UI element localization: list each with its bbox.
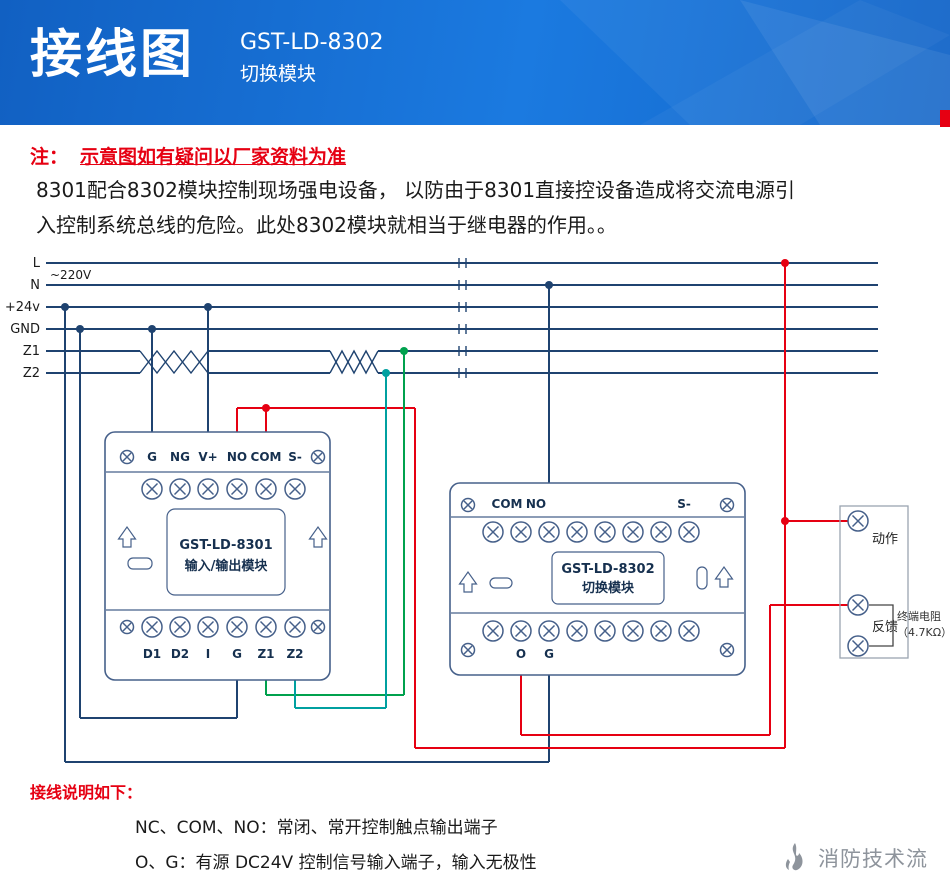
mounting-slot (489, 577, 513, 589)
module-8302-top-terminal-labels: COM NO S- (492, 497, 691, 511)
terminal-label: S- (288, 450, 302, 464)
module-8302-bottom-terminal-labels: O G (516, 647, 554, 661)
module-8301: G NG V+ NO COM S- GST-LD-8301 输入/输出模块 (104, 431, 331, 681)
bus-label-z2: Z2 (23, 366, 40, 381)
terminal-label: I (206, 647, 210, 661)
z2-teal-wire (294, 373, 387, 709)
module-8301-name: GST-LD-8301 (179, 538, 272, 553)
terminal-label-s-minus: S- (677, 497, 691, 511)
module-8301-type: 输入/输出模块 (185, 558, 269, 574)
terminal-label: Z2 (286, 647, 303, 661)
bus-continuation-ticks (458, 258, 467, 378)
header-banner: 接线图 GST-LD-8302 切换模块 (0, 0, 950, 125)
module-8301-top-terminal-labels: G NG V+ NO COM S- (147, 450, 302, 464)
voltage-label: ~220V (50, 268, 92, 282)
z1-green-wire (265, 351, 405, 696)
terminal-resistor-value: （4.7KΩ） (897, 626, 950, 639)
terminal-label: G (232, 647, 242, 661)
mounting-slot (696, 566, 708, 590)
brand-name: 消防技术流 (818, 847, 928, 871)
bus-labels: L N +24v GND Z1 Z2 ~220V (5, 256, 92, 381)
twisted-pair-1 (139, 349, 209, 375)
terminal-label-g: G (544, 647, 554, 661)
module-8302-nameplate (551, 551, 665, 605)
note-heading: 注： 示意图如有疑问以厂家资料为准 (30, 142, 346, 169)
bus-label-gnd: GND (10, 322, 40, 337)
bus-label-l: L (33, 256, 41, 271)
bus-label-z1: Z1 (23, 344, 40, 359)
terminal-label-o: O (516, 647, 526, 661)
red-edge-tab (940, 110, 950, 127)
terminal-label: COM (251, 450, 282, 464)
note-warning: 示意图如有疑问以厂家资料为准 (80, 146, 347, 168)
module-8301-bottom-terminal-labels: D1 D2 I G Z1 Z2 (143, 647, 304, 661)
terminal-label: NO (227, 450, 247, 464)
terminal-label: D1 (143, 647, 161, 661)
module-8302-name: GST-LD-8302 (561, 562, 654, 577)
power-bus-lines (46, 258, 878, 378)
model-number: GST-LD-8302 (240, 30, 384, 55)
module-type-subtitle: 切换模块 (240, 63, 317, 85)
page-title: 接线图 (30, 25, 196, 85)
bus-label-24v: +24v (5, 300, 40, 315)
terminal-label-com: COM (492, 497, 523, 511)
legend-line-contacts: NC、COM、NO：常闭、常开控制触点输出端子 (135, 818, 498, 838)
note-prefix: 注： (30, 146, 69, 168)
terminal-label: NG (170, 450, 190, 464)
terminal-label: G (147, 450, 157, 464)
terminal-label: Z1 (257, 647, 274, 661)
legend-heading: 接线说明如下： (30, 783, 143, 802)
brand-logo: 消防技术流 (777, 841, 928, 875)
terminal-resistor-label: 终端电阻 (897, 609, 941, 623)
feedback-terminal-label: 反馈 (872, 620, 898, 635)
flame-icon (785, 843, 803, 871)
note-body-line2: 入控制系统总线的危险。此处8302模块就相当于继电器的作用。。 (36, 213, 617, 237)
action-terminal-label: 动作 (872, 532, 898, 547)
mounting-slot (127, 557, 153, 570)
note-body-line1: 8301配合8302模块控制现场强电设备， 以防由于8301直接控设备造成将交流… (36, 178, 796, 202)
terminal-resistor-bracket (869, 604, 894, 647)
terminal-label-no: NO (526, 497, 546, 511)
module-8301-nameplate (166, 508, 286, 596)
terminal-label: V+ (198, 450, 217, 464)
legend-line-signal: O、G：有源 DC24V 控制信号输入端子，输入无极性 (135, 853, 537, 873)
module-8302-type: 切换模块 (582, 580, 635, 596)
junction-dots (61, 259, 789, 525)
header-decoration (560, 0, 950, 125)
wiring-diagram: L N +24v GND Z1 Z2 ~220V (5, 256, 950, 763)
terminal-label: D2 (171, 647, 189, 661)
terminal-box: 动作 反馈 终端电阻 （4.7KΩ） (839, 505, 950, 659)
bus-label-n: N (30, 278, 40, 293)
navy-branch-wires (64, 285, 550, 763)
twisted-pair-2 (329, 349, 379, 375)
module-8302: COM NO S- GST-LD-8302 切换模块 (449, 482, 746, 676)
